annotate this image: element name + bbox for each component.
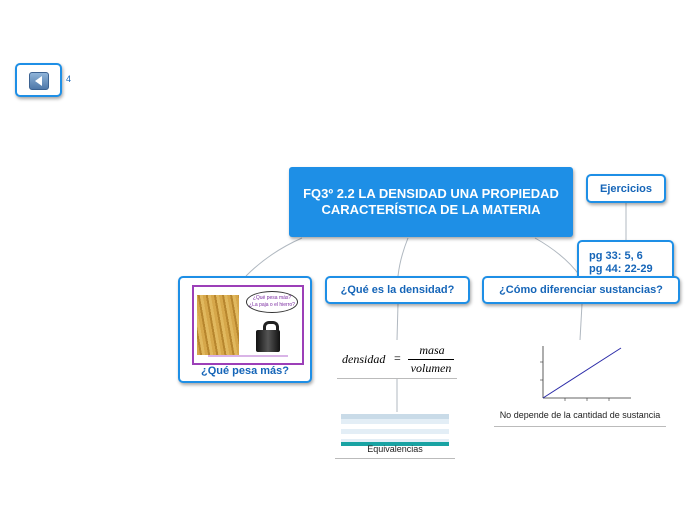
pages-line-1: pg 33: 5, 6	[589, 250, 643, 262]
speech-bubble: ¿Qué pesa más? ¿La paja o el hierro?	[246, 291, 298, 313]
back-count: 4	[66, 74, 72, 84]
pages-line-2: pg 44: 22-29	[589, 263, 653, 275]
equivalencias-topic[interactable]: Equivalencias	[335, 412, 455, 459]
ejercicios-label: Ejercicios	[600, 182, 652, 195]
pages-node[interactable]: pg 33: 5, 6 pg 44: 22-29	[577, 240, 674, 282]
hay-bale	[197, 295, 239, 355]
equivalencias-label: Equivalencias	[367, 444, 423, 454]
back-button[interactable]	[15, 63, 62, 97]
como-diferenciar-node[interactable]: ¿Cómo diferenciar sustancias?	[482, 276, 680, 304]
como-diferenciar-label: ¿Cómo diferenciar sustancias?	[499, 284, 663, 296]
equivalencias-table-header	[341, 414, 449, 419]
equivalencias-table-image	[341, 414, 449, 446]
mass-volume-graph	[525, 342, 635, 408]
bubble-line-1: ¿Qué pesa más?	[252, 295, 292, 301]
density-formula: densidad = masa volumen	[342, 343, 454, 375]
central-topic-title: FQ3º 2.2 LA DENSIDAD UNA PROPIEDAD CARAC…	[303, 186, 559, 217]
ejercicios-node[interactable]: Ejercicios	[586, 174, 666, 203]
que-pesa-label: ¿Qué pesa más?	[200, 365, 290, 377]
central-topic[interactable]: FQ3º 2.2 LA DENSIDAD UNA PROPIEDAD CARAC…	[289, 167, 573, 237]
formula-equals: =	[394, 351, 401, 365]
no-depende-topic[interactable]: No depende de la cantidad de sustancia	[494, 340, 666, 427]
iron-weight	[256, 330, 280, 352]
watermark-line	[208, 355, 288, 357]
no-depende-label: No depende de la cantidad de sustancia	[499, 410, 661, 420]
que-densidad-label: ¿Qué es la densidad?	[340, 284, 455, 296]
que-pesa-node[interactable]: ¿Qué pesa más? ¿La paja o el hierro? ¿Qu…	[178, 276, 312, 383]
back-arrow-icon	[29, 72, 49, 90]
hay-vs-iron-image: ¿Qué pesa más? ¿La paja o el hierro?	[192, 285, 304, 365]
formula-numerator: masa	[419, 343, 445, 357]
formula-denominator: volumen	[410, 361, 452, 375]
bubble-line-2: ¿La paja o el hierro?	[249, 302, 295, 308]
formula-bar	[408, 359, 454, 360]
iron-weight-handle	[263, 321, 279, 332]
formula-lhs: densidad	[342, 352, 386, 366]
density-formula-topic[interactable]: densidad = masa volumen	[337, 340, 457, 379]
que-densidad-node[interactable]: ¿Qué es la densidad?	[325, 276, 470, 304]
